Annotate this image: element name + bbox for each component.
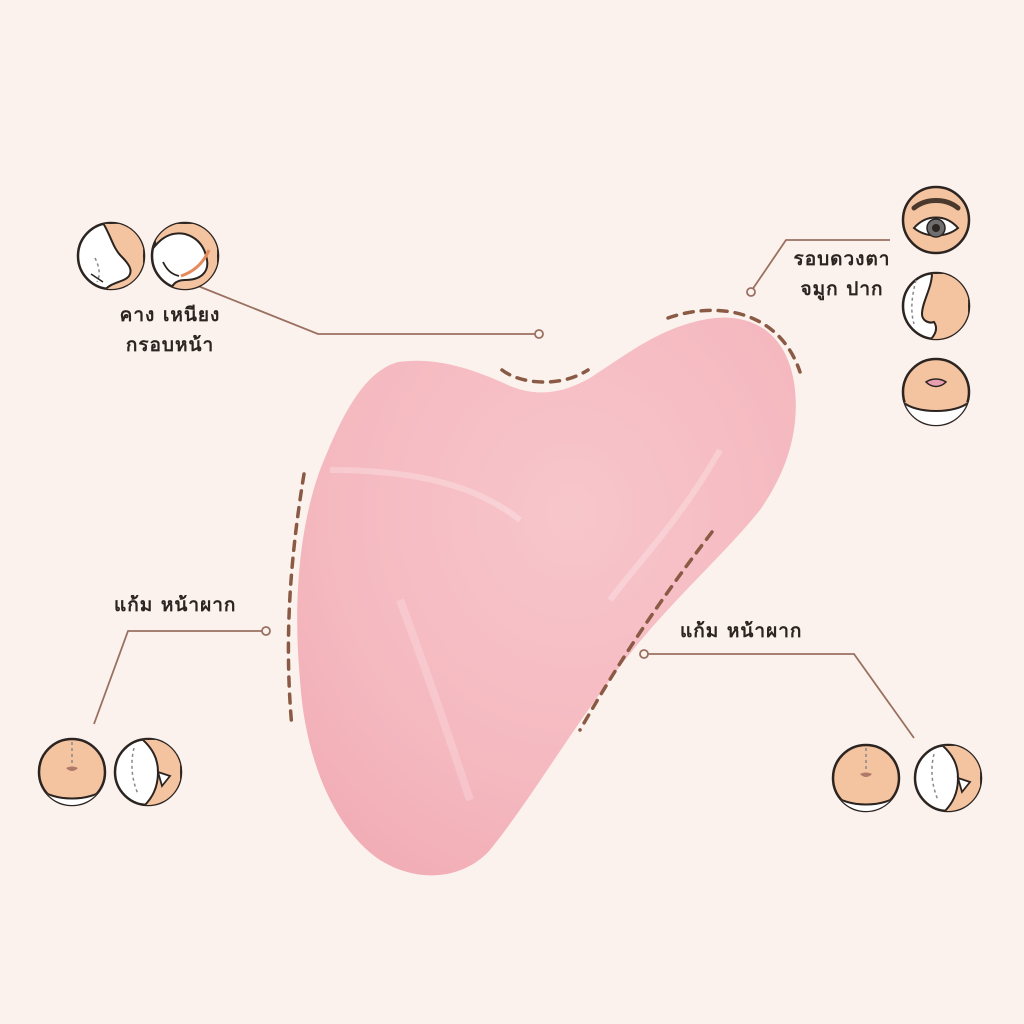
dash-left-edge <box>286 472 306 730</box>
stone-facet <box>329 448 723 602</box>
leader-dot <box>639 649 649 659</box>
gua-sha-stone <box>297 317 796 876</box>
dashed-contours <box>286 308 802 732</box>
label-eyes-nose-mouth: รอบดวงตา จมูก ปาก <box>780 244 904 304</box>
leader-lines <box>93 239 915 739</box>
label-cheek-forehead-left: แก้ม หน้าผาก <box>114 594 237 616</box>
chin-front-icon <box>831 743 901 813</box>
leader-top-left <box>197 285 536 335</box>
label-chin-jawline: คาง เหนียง กรอบหน้า <box>100 300 240 360</box>
leader-dot <box>261 626 271 636</box>
jaw-side-icon <box>76 221 146 291</box>
dash-top-notch <box>500 368 590 384</box>
nose-profile-icon <box>901 271 971 341</box>
lips-icon <box>901 357 971 427</box>
leader-dot <box>534 329 544 339</box>
dash-top-right <box>666 308 802 374</box>
label-line: จมูก ปาก <box>800 278 884 300</box>
leader-top-right <box>751 239 890 291</box>
dash-right-edge <box>578 530 714 732</box>
chin-front-icon <box>37 737 107 807</box>
leader-dot <box>746 287 756 297</box>
cheek-side-icon <box>113 737 183 807</box>
eye-icon <box>901 185 971 255</box>
label-line: รอบดวงตา <box>793 248 891 270</box>
label-line: คาง เหนียง <box>119 304 221 326</box>
label-cheek-forehead-right: แก้ม หน้าผาก <box>680 620 803 642</box>
stone-facet <box>396 598 474 802</box>
leader-middle-right <box>648 653 915 739</box>
label-line: กรอบหน้า <box>125 334 215 356</box>
cheek-side-icon <box>913 743 983 813</box>
leader-middle-left <box>93 630 262 725</box>
chin-profile-icon <box>150 221 220 291</box>
